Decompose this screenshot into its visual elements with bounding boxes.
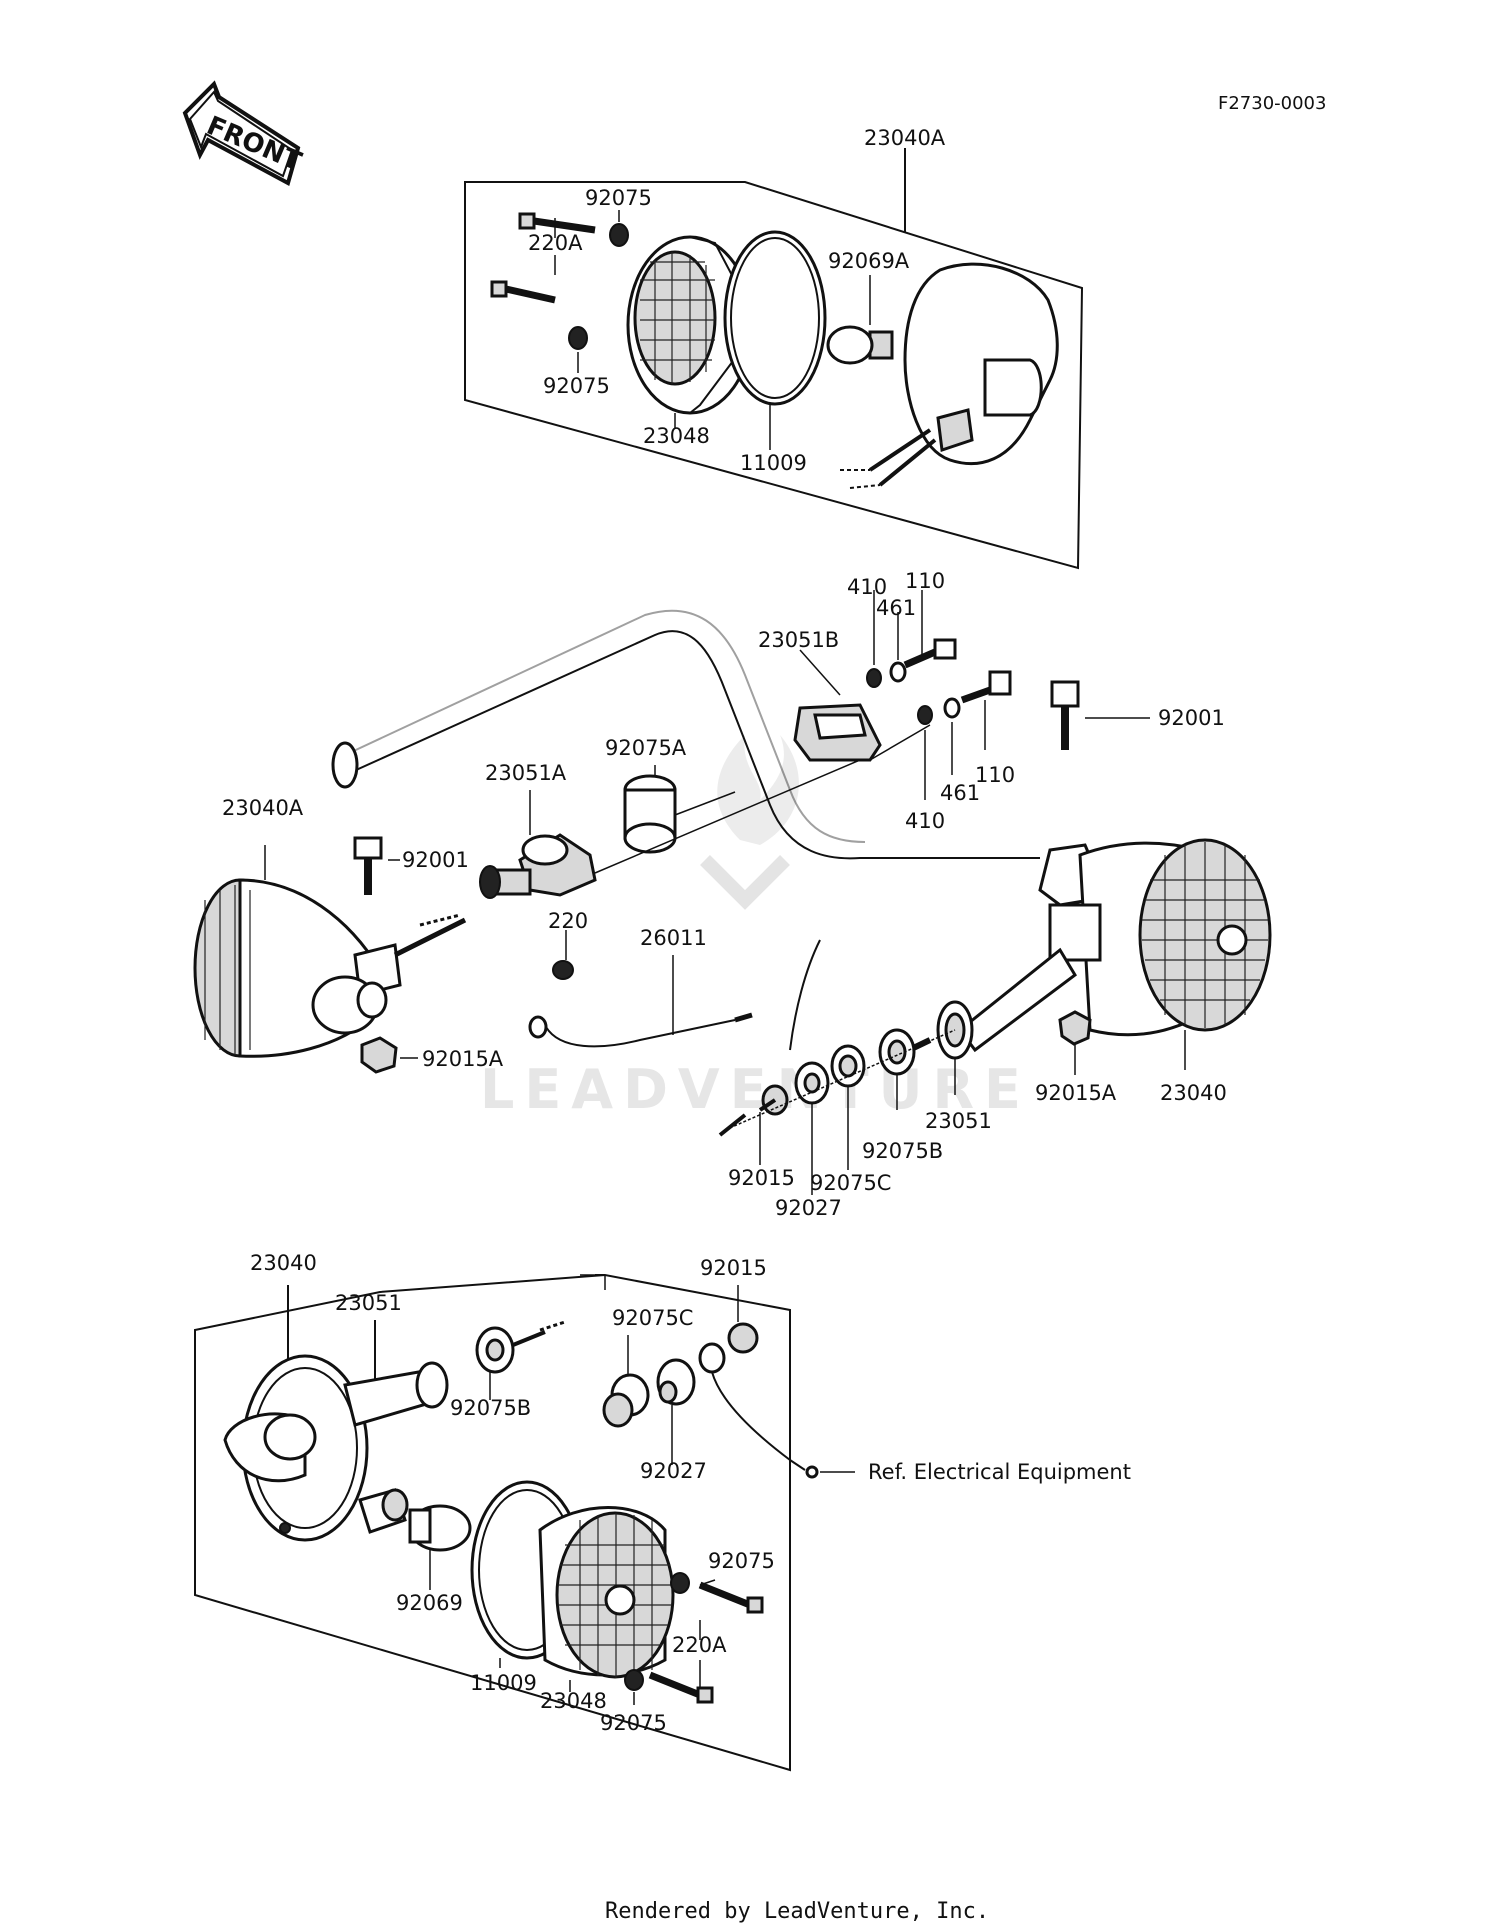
label-23051A: 23051A <box>485 761 567 785</box>
washer-92075-lower <box>568 326 588 350</box>
washer-410-a <box>866 668 882 688</box>
label-220A-bottom: 220A <box>672 1633 727 1657</box>
label-23040A-mid: 23040A <box>222 796 304 820</box>
label-92075C-bottom: 92075C <box>612 1306 693 1330</box>
label-92075B-bottom: 92075B <box>450 1396 531 1420</box>
label-92015-bottom: 92015 <box>700 1256 767 1280</box>
label-110-a: 110 <box>905 569 945 593</box>
label-23040A-top: 23040A <box>864 126 946 150</box>
label-92069-bottom: 92069 <box>396 1591 463 1615</box>
washer-410-b <box>917 705 933 725</box>
washer-461-a <box>889 661 907 683</box>
screw-220A-bottom-b <box>648 1671 714 1704</box>
label-23051B: 23051B <box>758 628 839 652</box>
label-410-a: 410 <box>847 575 887 599</box>
label-23040-mid: 23040 <box>1160 1081 1227 1105</box>
ref-electrical-equipment-note: Ref. Electrical Equipment <box>868 1460 1131 1484</box>
bulb-92069-bottom <box>358 1488 472 1552</box>
signal-23040-right <box>1038 838 1272 1037</box>
screw-220A-bottom-a <box>698 1581 764 1614</box>
watermark: LEADVENTURE <box>480 735 1031 1121</box>
label-220: 220 <box>548 909 588 933</box>
washer-92075-bottom-a <box>670 1572 690 1594</box>
watermark-text: LEADVENTURE <box>480 1058 1031 1121</box>
lens-23048-bottom <box>538 1506 675 1679</box>
label-92075C-mid: 92075C <box>810 1171 891 1195</box>
footer-credit: Rendered by LeadVenture, Inc. <box>605 1899 989 1924</box>
nut-92015A-left <box>360 1036 398 1074</box>
label-26011: 26011 <box>640 926 707 950</box>
nut-92015-bottom <box>727 1322 759 1354</box>
handlebar-and-mounts <box>193 590 1272 1195</box>
washer-92027-mid <box>794 1061 830 1105</box>
signal-23040A-left <box>193 878 467 1058</box>
label-92075-top-a: 92075 <box>585 186 652 210</box>
label-92001-right: 92001 <box>1158 706 1225 730</box>
label-23048-top: 23048 <box>643 424 710 448</box>
nut-92015-mid <box>758 1084 789 1116</box>
bolt-92001-right <box>1050 680 1080 750</box>
bracket-23051B <box>793 703 882 762</box>
housing-bottom <box>223 1354 369 1542</box>
label-23051-mid: 23051 <box>925 1109 992 1133</box>
housing-top <box>840 262 1059 489</box>
label-92027-mid: 92027 <box>775 1196 842 1220</box>
screw-220A-upper <box>518 212 596 234</box>
label-410-b: 410 <box>905 809 945 833</box>
label-92015A-right: 92015A <box>1035 1081 1117 1105</box>
wire-26011 <box>528 1012 753 1048</box>
front-arrow-icon: FRONT <box>182 80 306 186</box>
label-92027-bottom: 92027 <box>640 1459 707 1483</box>
bolt-110-b <box>960 670 1012 704</box>
bolt-110-a <box>903 638 957 669</box>
label-23051-bottom: 23051 <box>335 1291 402 1315</box>
bolt-92001-left <box>353 836 383 895</box>
label-92075-top-b: 92075 <box>543 374 610 398</box>
label-23048-bottom: 23048 <box>540 1689 607 1713</box>
washer-461-b <box>943 697 961 719</box>
bracket-23051A <box>479 833 597 899</box>
screw-220 <box>552 960 574 980</box>
nut-92015A-right <box>1058 1010 1092 1046</box>
label-92075A: 92075A <box>605 736 687 760</box>
washer-92075-bottom-b <box>624 1669 644 1691</box>
grommet-92075B-mid <box>878 1028 916 1076</box>
terminal-ring-bottom <box>698 1342 806 1471</box>
label-11009-bottom: 11009 <box>470 1671 537 1695</box>
label-92075-bottom-a: 92075 <box>708 1549 775 1573</box>
washer-92075-upper <box>609 223 629 247</box>
stem-23051-bottom <box>343 1361 449 1427</box>
label-220A-top: 220A <box>528 231 583 255</box>
grommet-92075B-bottom <box>475 1320 566 1374</box>
collar-92075A <box>623 774 677 854</box>
label-92075-bottom-b: 92075 <box>600 1711 667 1735</box>
lens-23048-top <box>626 235 754 415</box>
label-23040-bottom: 23040 <box>250 1251 317 1275</box>
stem-23051-right <box>903 947 1077 1060</box>
bulb-92069A-top <box>826 325 894 365</box>
gasket-11009-top <box>723 230 827 406</box>
label-110-b: 110 <box>975 763 1015 787</box>
label-92015-mid: 92015 <box>728 1166 795 1190</box>
label-92001-left: 92001 <box>402 848 469 872</box>
bottom-turn-signal-assembly <box>194 1273 855 1772</box>
handlebar-end <box>331 741 359 789</box>
label-92075B-mid: 92075B <box>862 1139 943 1163</box>
washer-92075C-bottom <box>602 1373 650 1428</box>
label-92069A-top: 92069A <box>828 249 910 273</box>
top-turn-signal-assembly <box>464 148 1084 570</box>
label-461-b: 461 <box>940 781 980 805</box>
label-11009-top: 11009 <box>740 451 807 475</box>
washer-92075C-mid <box>830 1044 866 1088</box>
screw-220A-lower <box>490 280 556 304</box>
diagram-code: F2730-0003 <box>1218 93 1326 114</box>
label-92015A-left: 92015A <box>422 1047 504 1071</box>
washer-92027-bottom <box>656 1358 696 1406</box>
label-461-a: 461 <box>876 596 916 620</box>
